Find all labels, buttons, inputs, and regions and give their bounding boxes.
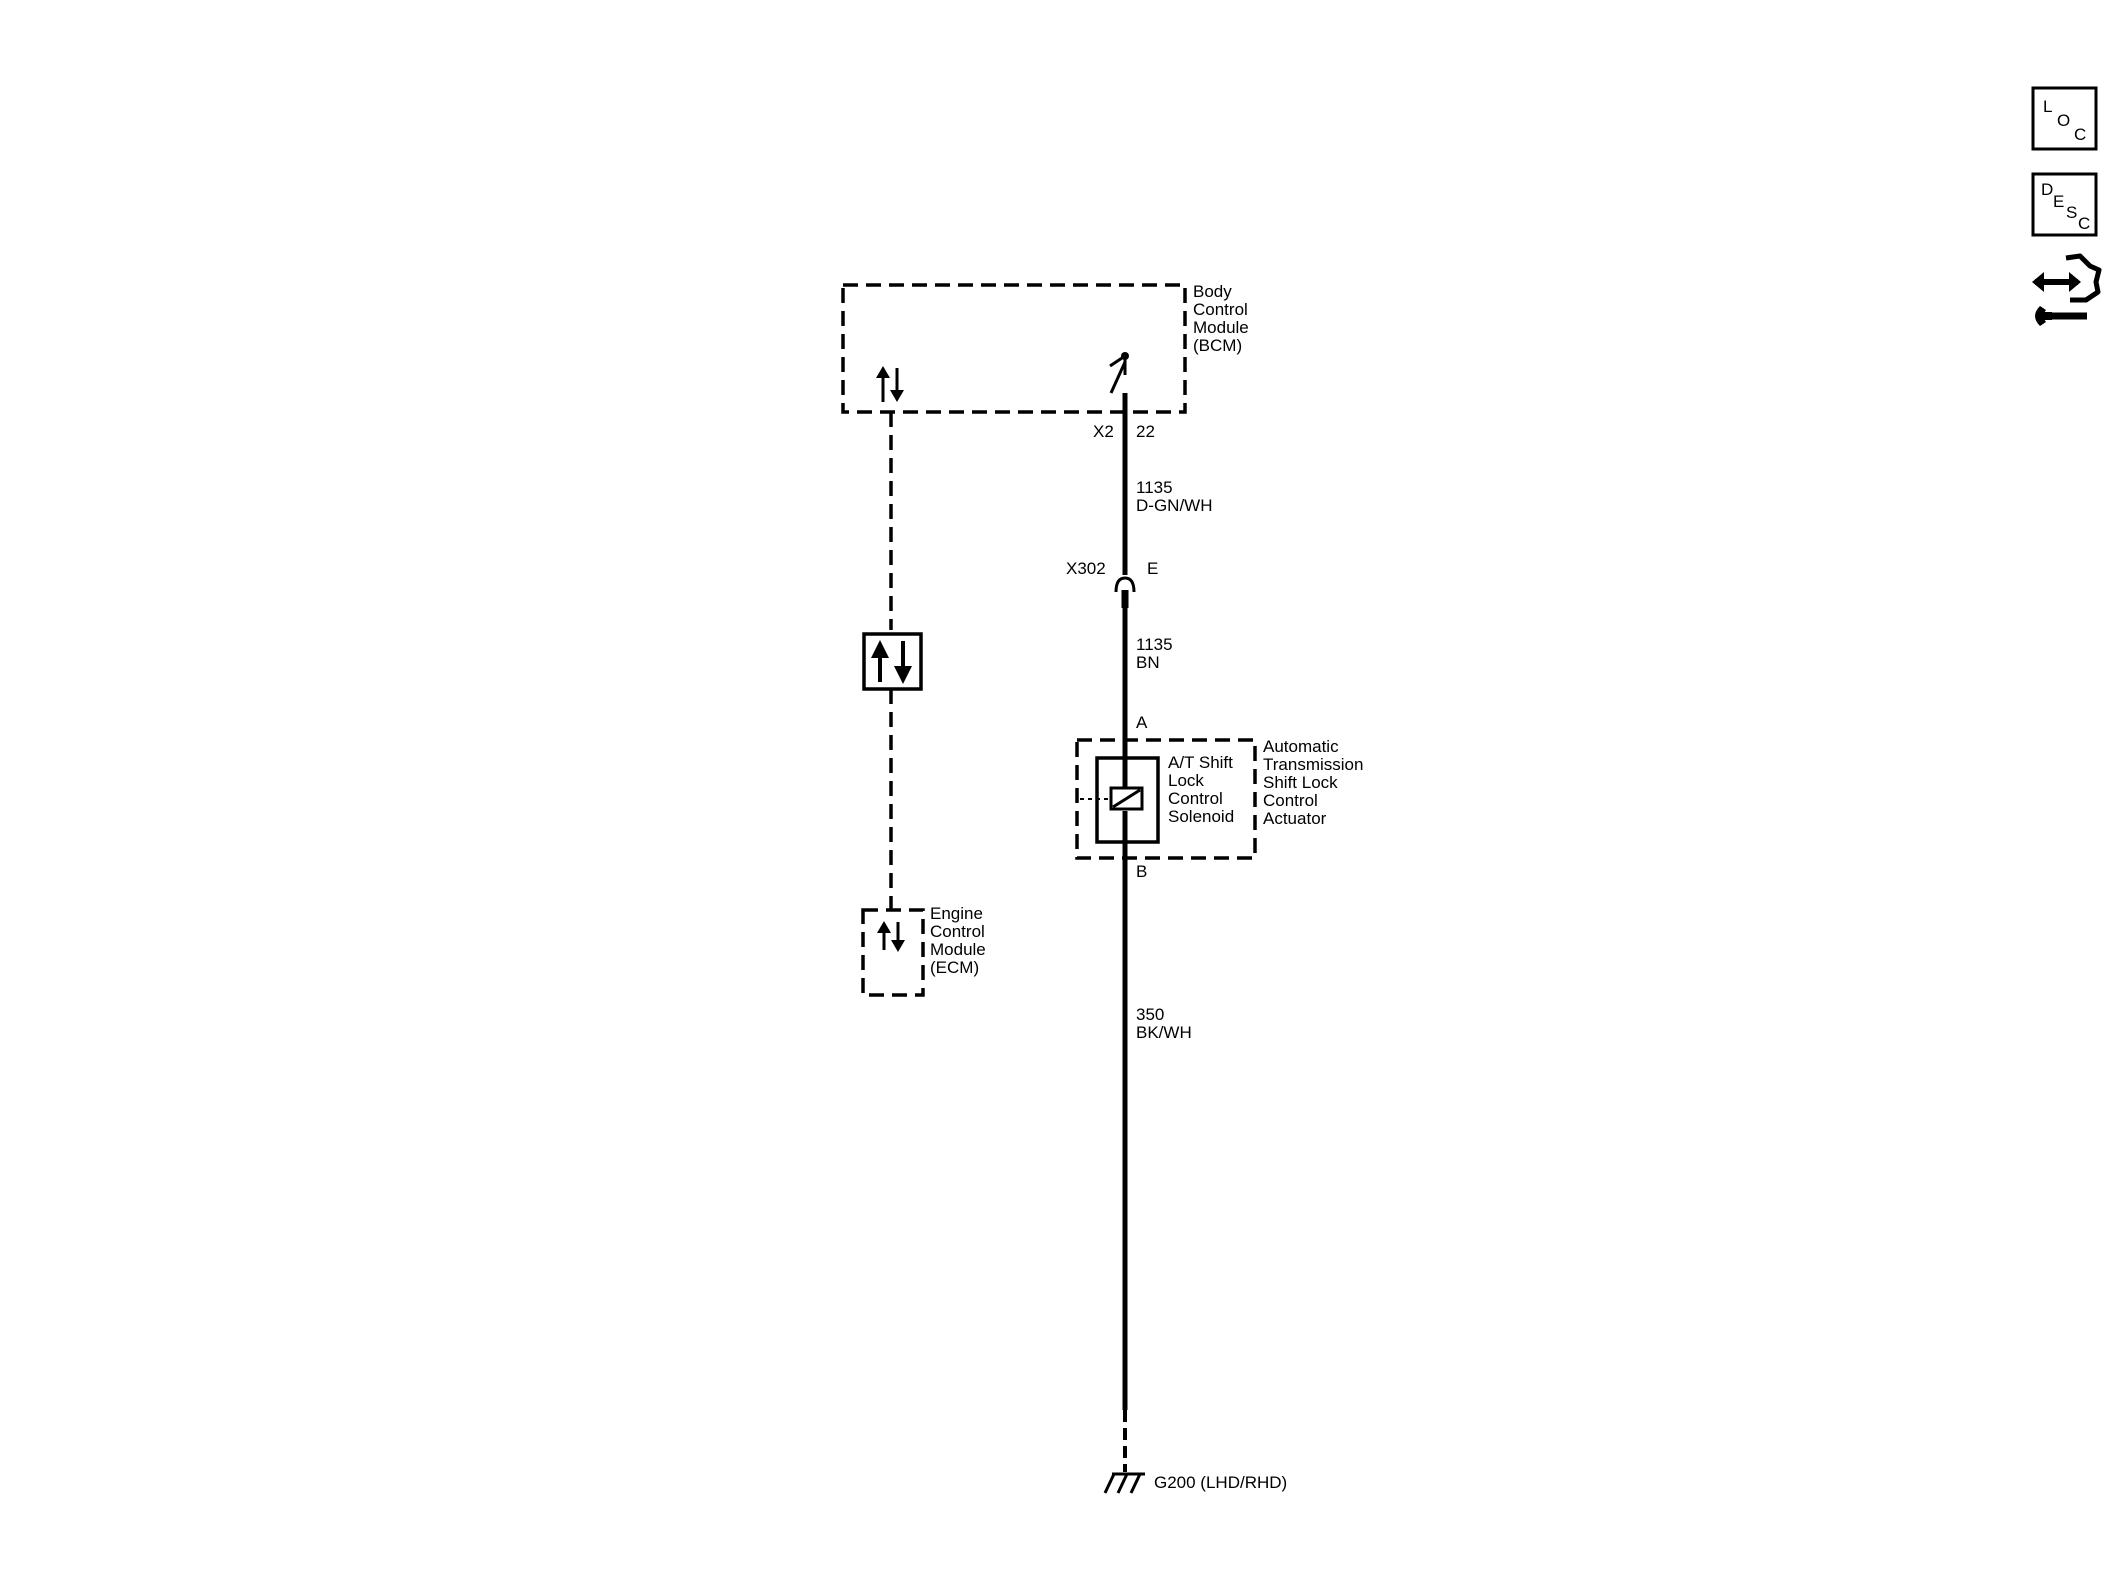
bcm-serial-data-arrows-icon <box>876 366 904 402</box>
wire-lower-label: 350 BK/WH <box>1136 1005 1192 1042</box>
bcm-label: Body Control Module (BCM) <box>1193 282 1254 355</box>
ground-icon <box>1103 1472 1145 1494</box>
svg-text:D: D <box>2041 180 2053 199</box>
inline-connector-pin-label: E <box>1147 559 1158 578</box>
actuator-pin-a-label: A <box>1136 713 1148 732</box>
actuator-label: Automatic Transmission Shift Lock Contro… <box>1263 737 1368 828</box>
engine-control-module: Engine Control Module (ECM) <box>861 904 991 997</box>
inline-connector-label: X302 <box>1066 559 1106 578</box>
inline-connector-x302 <box>1114 576 1136 608</box>
bcm-connector-label: X2 <box>1093 422 1114 441</box>
location-icon[interactable]: L O C <box>2031 86 2098 151</box>
bcm-switch-icon <box>1109 352 1129 394</box>
svg-text:L: L <box>2043 97 2052 116</box>
shift-lock-control-actuator: A/T Shift Lock Control Solenoid Automati… <box>1075 737 1368 860</box>
ecm-label: Engine Control Module (ECM) <box>930 904 991 977</box>
svg-text:C: C <box>2074 125 2086 144</box>
ecm-serial-data-arrows-icon <box>877 921 905 952</box>
svg-text:C: C <box>2078 214 2090 233</box>
connector-repair-icon[interactable] <box>2032 253 2102 326</box>
ground-label: G200 (LHD/RHD) <box>1154 1473 1287 1492</box>
body-control-module: Body Control Module (BCM) <box>841 282 1254 414</box>
wire-upper-label: 1135 D-GN/WH <box>1136 478 1212 515</box>
svg-text:E: E <box>2053 192 2064 211</box>
wire-middle-label: 1135 BN <box>1136 635 1177 672</box>
actuator-pin-b-label: B <box>1136 862 1147 881</box>
solenoid-label: A/T Shift Lock Control Solenoid <box>1168 753 1238 826</box>
svg-text:O: O <box>2057 111 2070 130</box>
bcm-pin-label: 22 <box>1136 422 1155 441</box>
svg-text:S: S <box>2066 203 2077 222</box>
description-icon[interactable]: D E S C <box>2031 172 2098 237</box>
serial-data-symbol <box>862 632 923 691</box>
solenoid-coil-icon <box>1109 786 1144 811</box>
actuator-outline <box>1075 738 1257 860</box>
bcm-outline <box>841 283 1187 414</box>
ecm-outline <box>861 908 925 997</box>
